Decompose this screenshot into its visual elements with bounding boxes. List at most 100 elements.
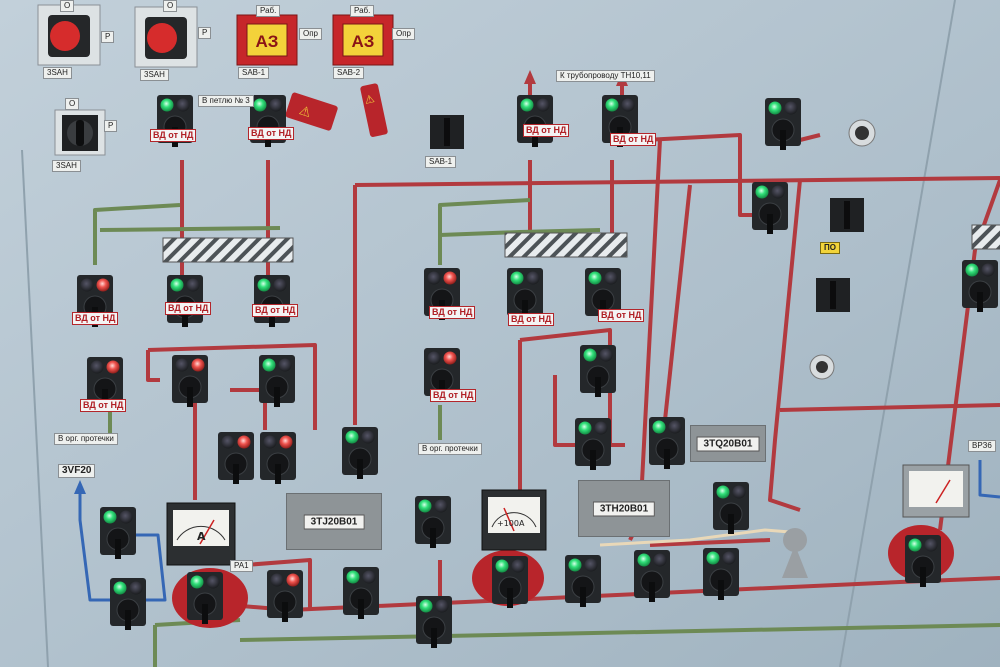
- red-lamp: [96, 278, 110, 292]
- control-station[interactable]: [259, 355, 295, 407]
- unlit-lamp: [604, 271, 618, 285]
- unlit-lamp: [269, 98, 283, 112]
- control-station[interactable]: [580, 345, 616, 397]
- knob-handle[interactable]: [580, 587, 586, 607]
- key-switch[interactable]: [430, 115, 464, 149]
- unlit-lamp: [924, 538, 938, 552]
- red-lamp: [279, 435, 293, 449]
- knob-handle[interactable]: [590, 450, 596, 470]
- red-lamp: [191, 358, 205, 372]
- control-station[interactable]: [343, 567, 379, 619]
- knob-handle[interactable]: [269, 307, 275, 327]
- equipment-plate-3tj20b01: 3TJ20B01: [286, 493, 382, 550]
- knob-handle[interactable]: [431, 628, 437, 648]
- label-r: Р: [101, 31, 115, 43]
- svg-text:A: A: [197, 530, 206, 543]
- knob-handle[interactable]: [767, 214, 773, 234]
- green-lamp: [716, 485, 730, 499]
- green-lamp: [637, 553, 651, 567]
- hatched-bar: [971, 224, 1000, 250]
- control-station[interactable]: [765, 98, 801, 150]
- green-lamp: [768, 101, 782, 115]
- az-button-left[interactable]: АЗ: [236, 14, 298, 66]
- green-lamp: [652, 420, 666, 434]
- green-lamp: [262, 358, 276, 372]
- emergency-stop-switch[interactable]: [37, 4, 101, 66]
- knob-handle[interactable]: [780, 130, 786, 150]
- green-lamp: [965, 263, 979, 277]
- knob-handle[interactable]: [357, 459, 363, 479]
- plate-label: 3TH20B01: [592, 501, 656, 516]
- control-station[interactable]: [110, 578, 146, 630]
- unlit-lamp: [668, 420, 682, 434]
- knob-handle[interactable]: [664, 449, 670, 469]
- knob-handle[interactable]: [977, 292, 983, 312]
- green-lamp: [253, 98, 267, 112]
- emergency-stop-switch[interactable]: [134, 6, 198, 68]
- control-station[interactable]: [492, 556, 528, 608]
- control-station[interactable]: [416, 596, 452, 648]
- control-station[interactable]: [905, 535, 941, 587]
- knob-handle[interactable]: [202, 604, 208, 624]
- knob-handle[interactable]: [274, 387, 280, 407]
- knob-handle[interactable]: [532, 127, 538, 147]
- knob-handle[interactable]: [522, 300, 528, 320]
- knob-handle[interactable]: [182, 307, 188, 327]
- knob-handle[interactable]: [275, 464, 281, 484]
- control-station[interactable]: [267, 570, 303, 622]
- knob-handle[interactable]: [728, 514, 734, 534]
- knob-handle[interactable]: [430, 528, 436, 548]
- knob-handle[interactable]: [125, 610, 131, 630]
- control-station[interactable]: [342, 427, 378, 479]
- vd-from-nd-tag: ВД от НД: [165, 302, 212, 315]
- control-station[interactable]: [565, 555, 601, 607]
- push-button[interactable]: [848, 119, 876, 147]
- control-station[interactable]: [703, 548, 739, 600]
- control-station[interactable]: [962, 260, 998, 312]
- control-station[interactable]: [507, 268, 543, 320]
- vd-from-nd-tag: ВД от НД: [523, 124, 570, 137]
- unlit-lamp: [584, 558, 598, 572]
- control-station[interactable]: [575, 418, 611, 470]
- control-station[interactable]: [649, 417, 685, 469]
- control-station[interactable]: [424, 268, 460, 320]
- control-station[interactable]: [187, 572, 223, 624]
- green-lamp: [605, 98, 619, 112]
- knob-handle[interactable]: [649, 582, 655, 602]
- control-station[interactable]: [752, 182, 788, 234]
- knob-handle[interactable]: [187, 387, 193, 407]
- knob-handle[interactable]: [233, 464, 239, 484]
- knob-handle[interactable]: [358, 599, 364, 619]
- control-station[interactable]: [254, 275, 290, 327]
- az-button-right[interactable]: АЗ: [332, 14, 394, 66]
- push-button[interactable]: [809, 354, 835, 380]
- control-station[interactable]: [713, 482, 749, 534]
- red-lamp: [443, 351, 457, 365]
- control-station[interactable]: [260, 432, 296, 484]
- control-station[interactable]: [415, 496, 451, 548]
- knob-handle[interactable]: [595, 377, 601, 397]
- unlit-lamp: [599, 348, 613, 362]
- key-switch[interactable]: [816, 278, 850, 312]
- control-station[interactable]: [172, 355, 208, 407]
- knob-handle[interactable]: [920, 567, 926, 587]
- control-station[interactable]: [517, 95, 553, 147]
- knob-handle[interactable]: [507, 588, 513, 608]
- knob-handle[interactable]: [282, 602, 288, 622]
- green-lamp: [588, 271, 602, 285]
- hatched-bar: [504, 232, 628, 258]
- key-switch[interactable]: [830, 198, 864, 232]
- control-station[interactable]: [167, 275, 203, 327]
- rotary-selector-switch[interactable]: [54, 109, 106, 156]
- label-3vf20: 3VF20: [58, 464, 96, 478]
- vd-from-nd-tag: ВД от НД: [72, 312, 119, 325]
- control-station[interactable]: [218, 432, 254, 484]
- control-station[interactable]: [634, 550, 670, 602]
- panel-seam: [839, 0, 956, 667]
- control-station[interactable]: [100, 507, 136, 559]
- knob-handle[interactable]: [718, 580, 724, 600]
- green-lamp: [160, 98, 174, 112]
- knob-handle[interactable]: [115, 539, 121, 559]
- label-opr: Опр: [299, 28, 323, 40]
